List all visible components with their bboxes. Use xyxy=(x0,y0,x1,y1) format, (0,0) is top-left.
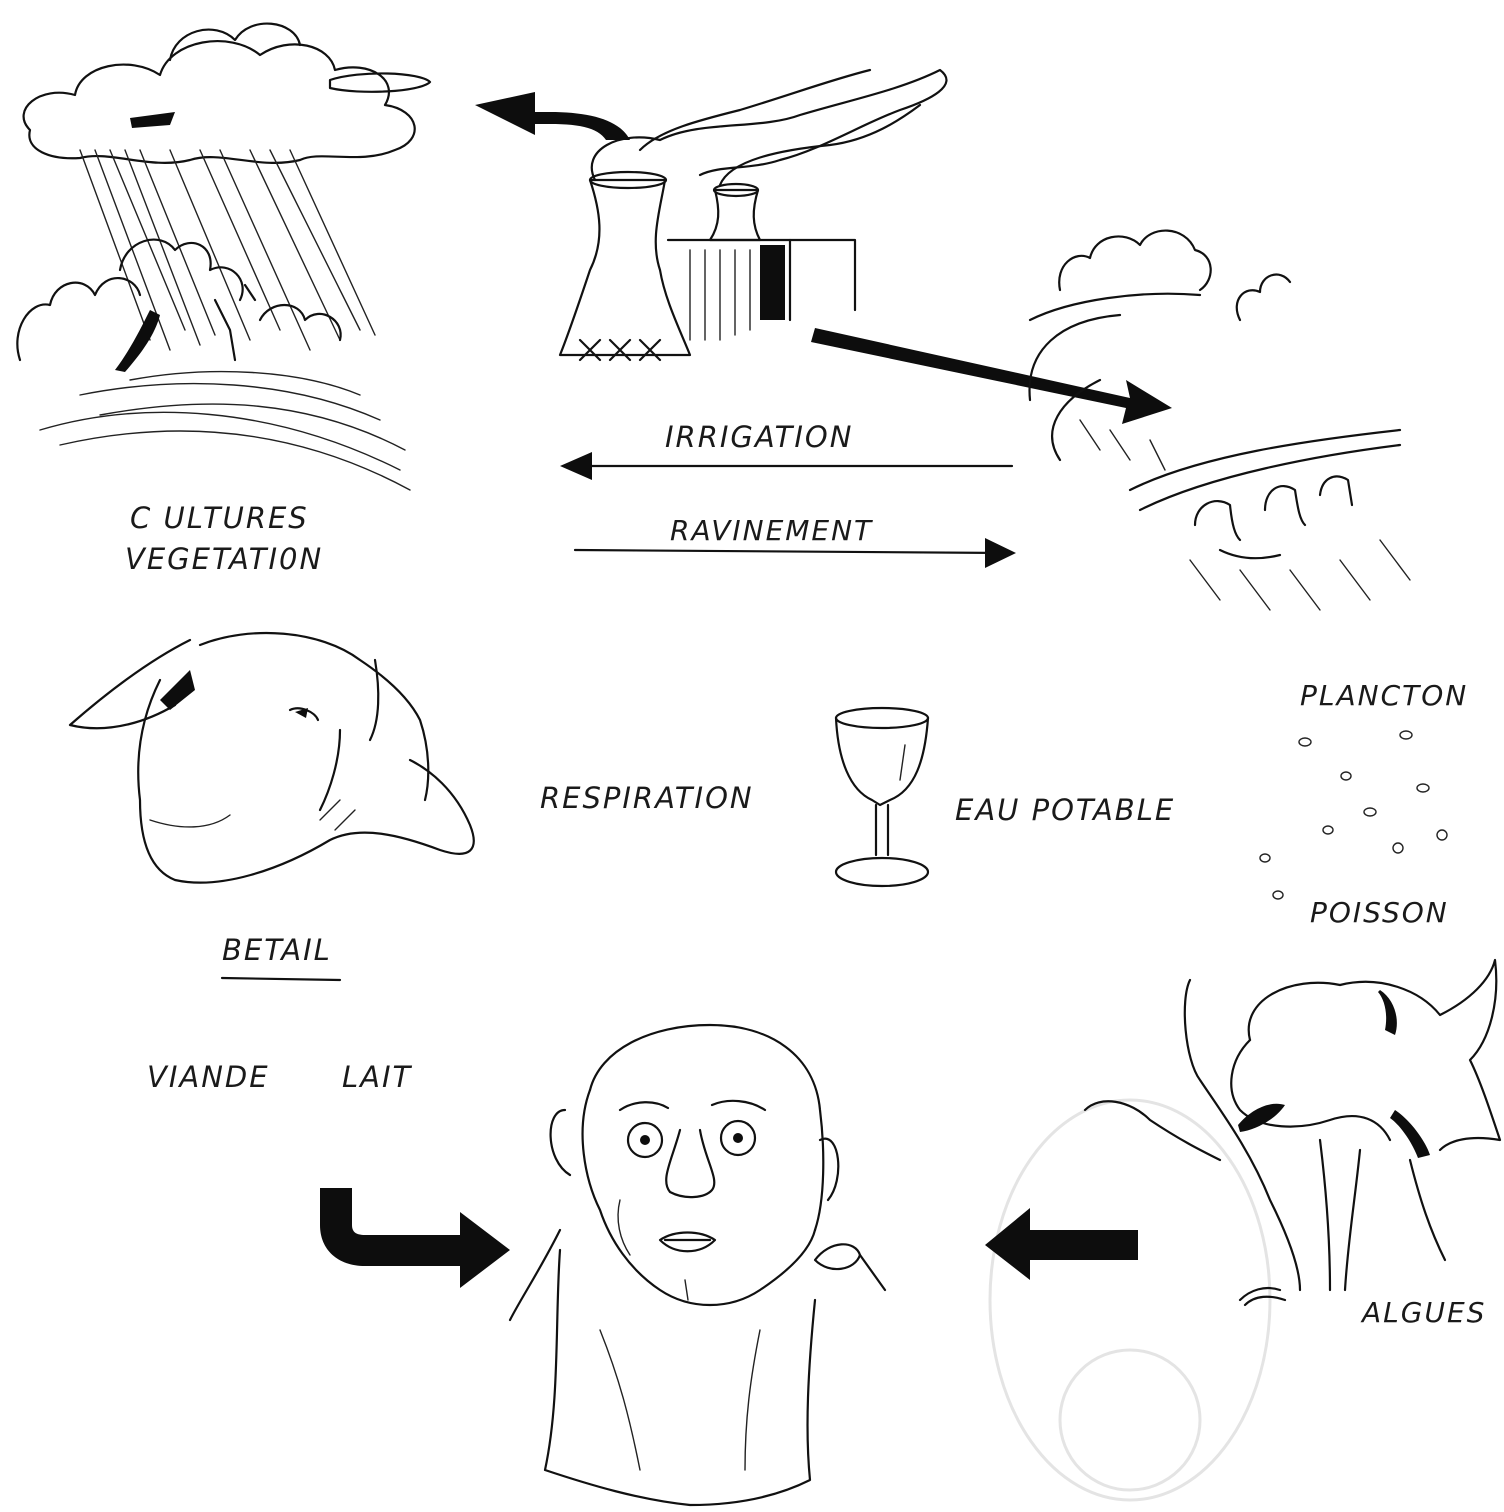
building-hatch xyxy=(690,250,750,340)
rain-cloud-crops-illustration xyxy=(17,24,430,490)
vegetation-label: VEGETATI0N xyxy=(125,542,323,576)
ravinement-label: RAVINEMENT xyxy=(670,514,873,547)
irrigation-label: IRRIGATION xyxy=(665,420,853,454)
power-plant-illustration xyxy=(560,70,946,360)
betail-underline xyxy=(222,978,340,980)
betail-label: BETAIL xyxy=(222,933,332,967)
cultures-label: C ULTURES xyxy=(130,501,309,535)
viande-label: VIANDE xyxy=(147,1060,270,1094)
plant-to-clouds-arrow xyxy=(475,92,630,140)
person-head-illustration xyxy=(510,1025,885,1505)
fish-seaweed-illustration xyxy=(1085,960,1500,1305)
river-water-strokes xyxy=(1080,420,1410,610)
irrigation-arrow xyxy=(560,452,1012,480)
eau-potable-label: EAU POTABLE xyxy=(955,793,1175,827)
poisson-label: POISSON xyxy=(1310,896,1449,929)
algae-to-person-arrow xyxy=(985,1208,1138,1280)
plant-to-river-arrow xyxy=(811,328,1172,424)
sheep-head-illustration xyxy=(70,633,474,883)
background-watermark xyxy=(990,1100,1270,1500)
algues-label: ALGUES xyxy=(1360,1296,1486,1329)
plankton-dots xyxy=(1260,731,1447,899)
plancton-label: PLANCTON xyxy=(1300,679,1468,712)
rain-lines xyxy=(80,150,375,350)
field-furrows xyxy=(40,372,410,490)
lait-label: LAIT xyxy=(342,1060,413,1094)
respiration-label: RESPIRATION xyxy=(540,781,754,815)
river-bridge-illustration xyxy=(1030,231,1410,610)
wine-glass-illustration xyxy=(836,708,928,886)
livestock-to-person-arrow xyxy=(320,1188,510,1288)
